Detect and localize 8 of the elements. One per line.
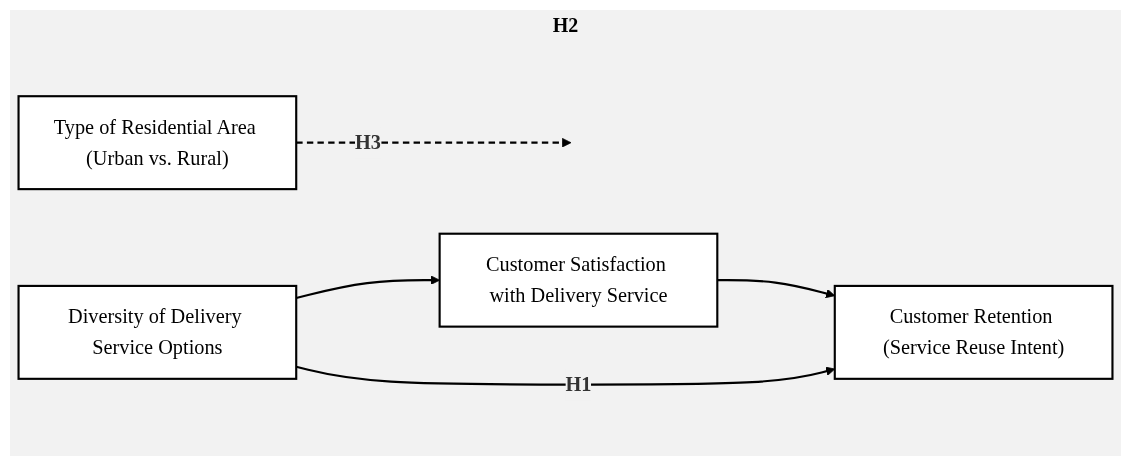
arrow [296, 137, 572, 148]
node-box: Customer Retention (Service Reuse Intent) [833, 284, 1114, 380]
edge-label: H3 [354, 130, 381, 154]
hypothesis-label: H2 [552, 14, 579, 36]
node-box: Customer Satisfaction with Delivery Service [438, 232, 719, 328]
node-box: Type of Residential Area (Urban vs. Rural) [17, 95, 298, 191]
edge-label: H1 [565, 372, 592, 395]
node-box: Diversity of Delivery Service Options [17, 284, 298, 380]
